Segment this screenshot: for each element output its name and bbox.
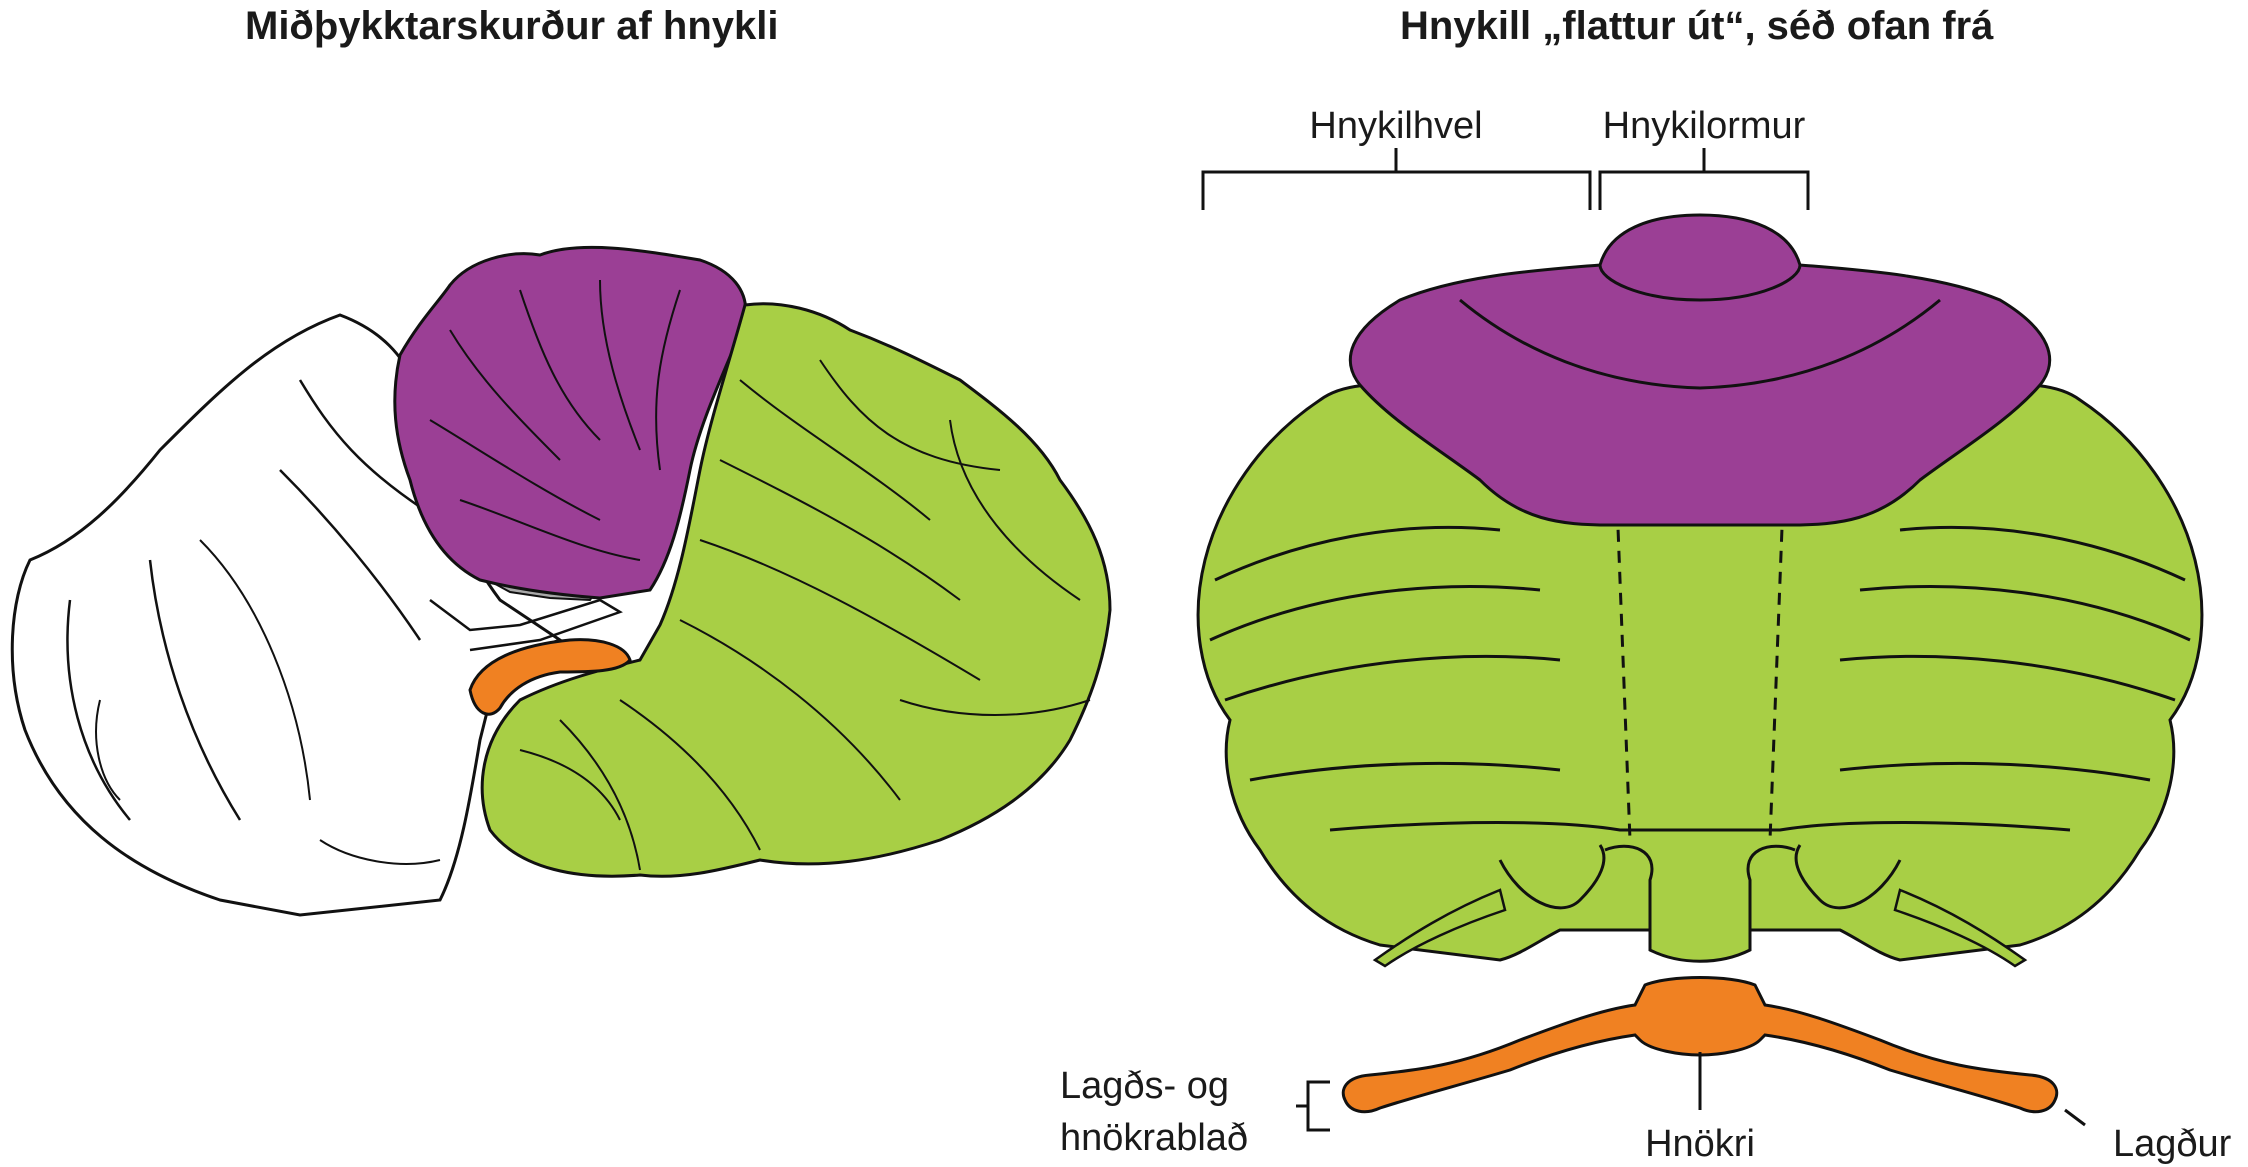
vermis-lower <box>1604 844 1796 963</box>
flocculonodular-label-line2: hnökrablað <box>1060 1117 1248 1159</box>
flocculonodular-lobe-section <box>468 638 632 716</box>
hemisphere-bracket <box>1201 148 1592 210</box>
flattened-view <box>1196 148 2204 1132</box>
hemisphere-label: Hnykilhvel <box>1309 105 1482 147</box>
left-panel-title: Miðþykktarskurður af hnykli <box>245 4 779 48</box>
vermis-bracket <box>1598 148 1810 210</box>
flocculonodular-lobe <box>1341 976 2059 1114</box>
nodulus-label: Hnökri <box>1645 1123 1755 1165</box>
flocculonodular-label-line1: Lagðs- og <box>1060 1065 1229 1107</box>
posterior-lobe-section <box>480 302 1112 878</box>
anterior-lobe <box>1348 213 2052 527</box>
midsagittal-section <box>10 245 1112 917</box>
vermis-label: Hnykilormur <box>1603 105 1806 147</box>
flocculus-label: Lagður <box>2113 1123 2232 1165</box>
anterior-lobe-section <box>393 245 748 600</box>
right-panel-title: Hnykill „flattur út“, séð ofan frá <box>1400 4 1994 48</box>
